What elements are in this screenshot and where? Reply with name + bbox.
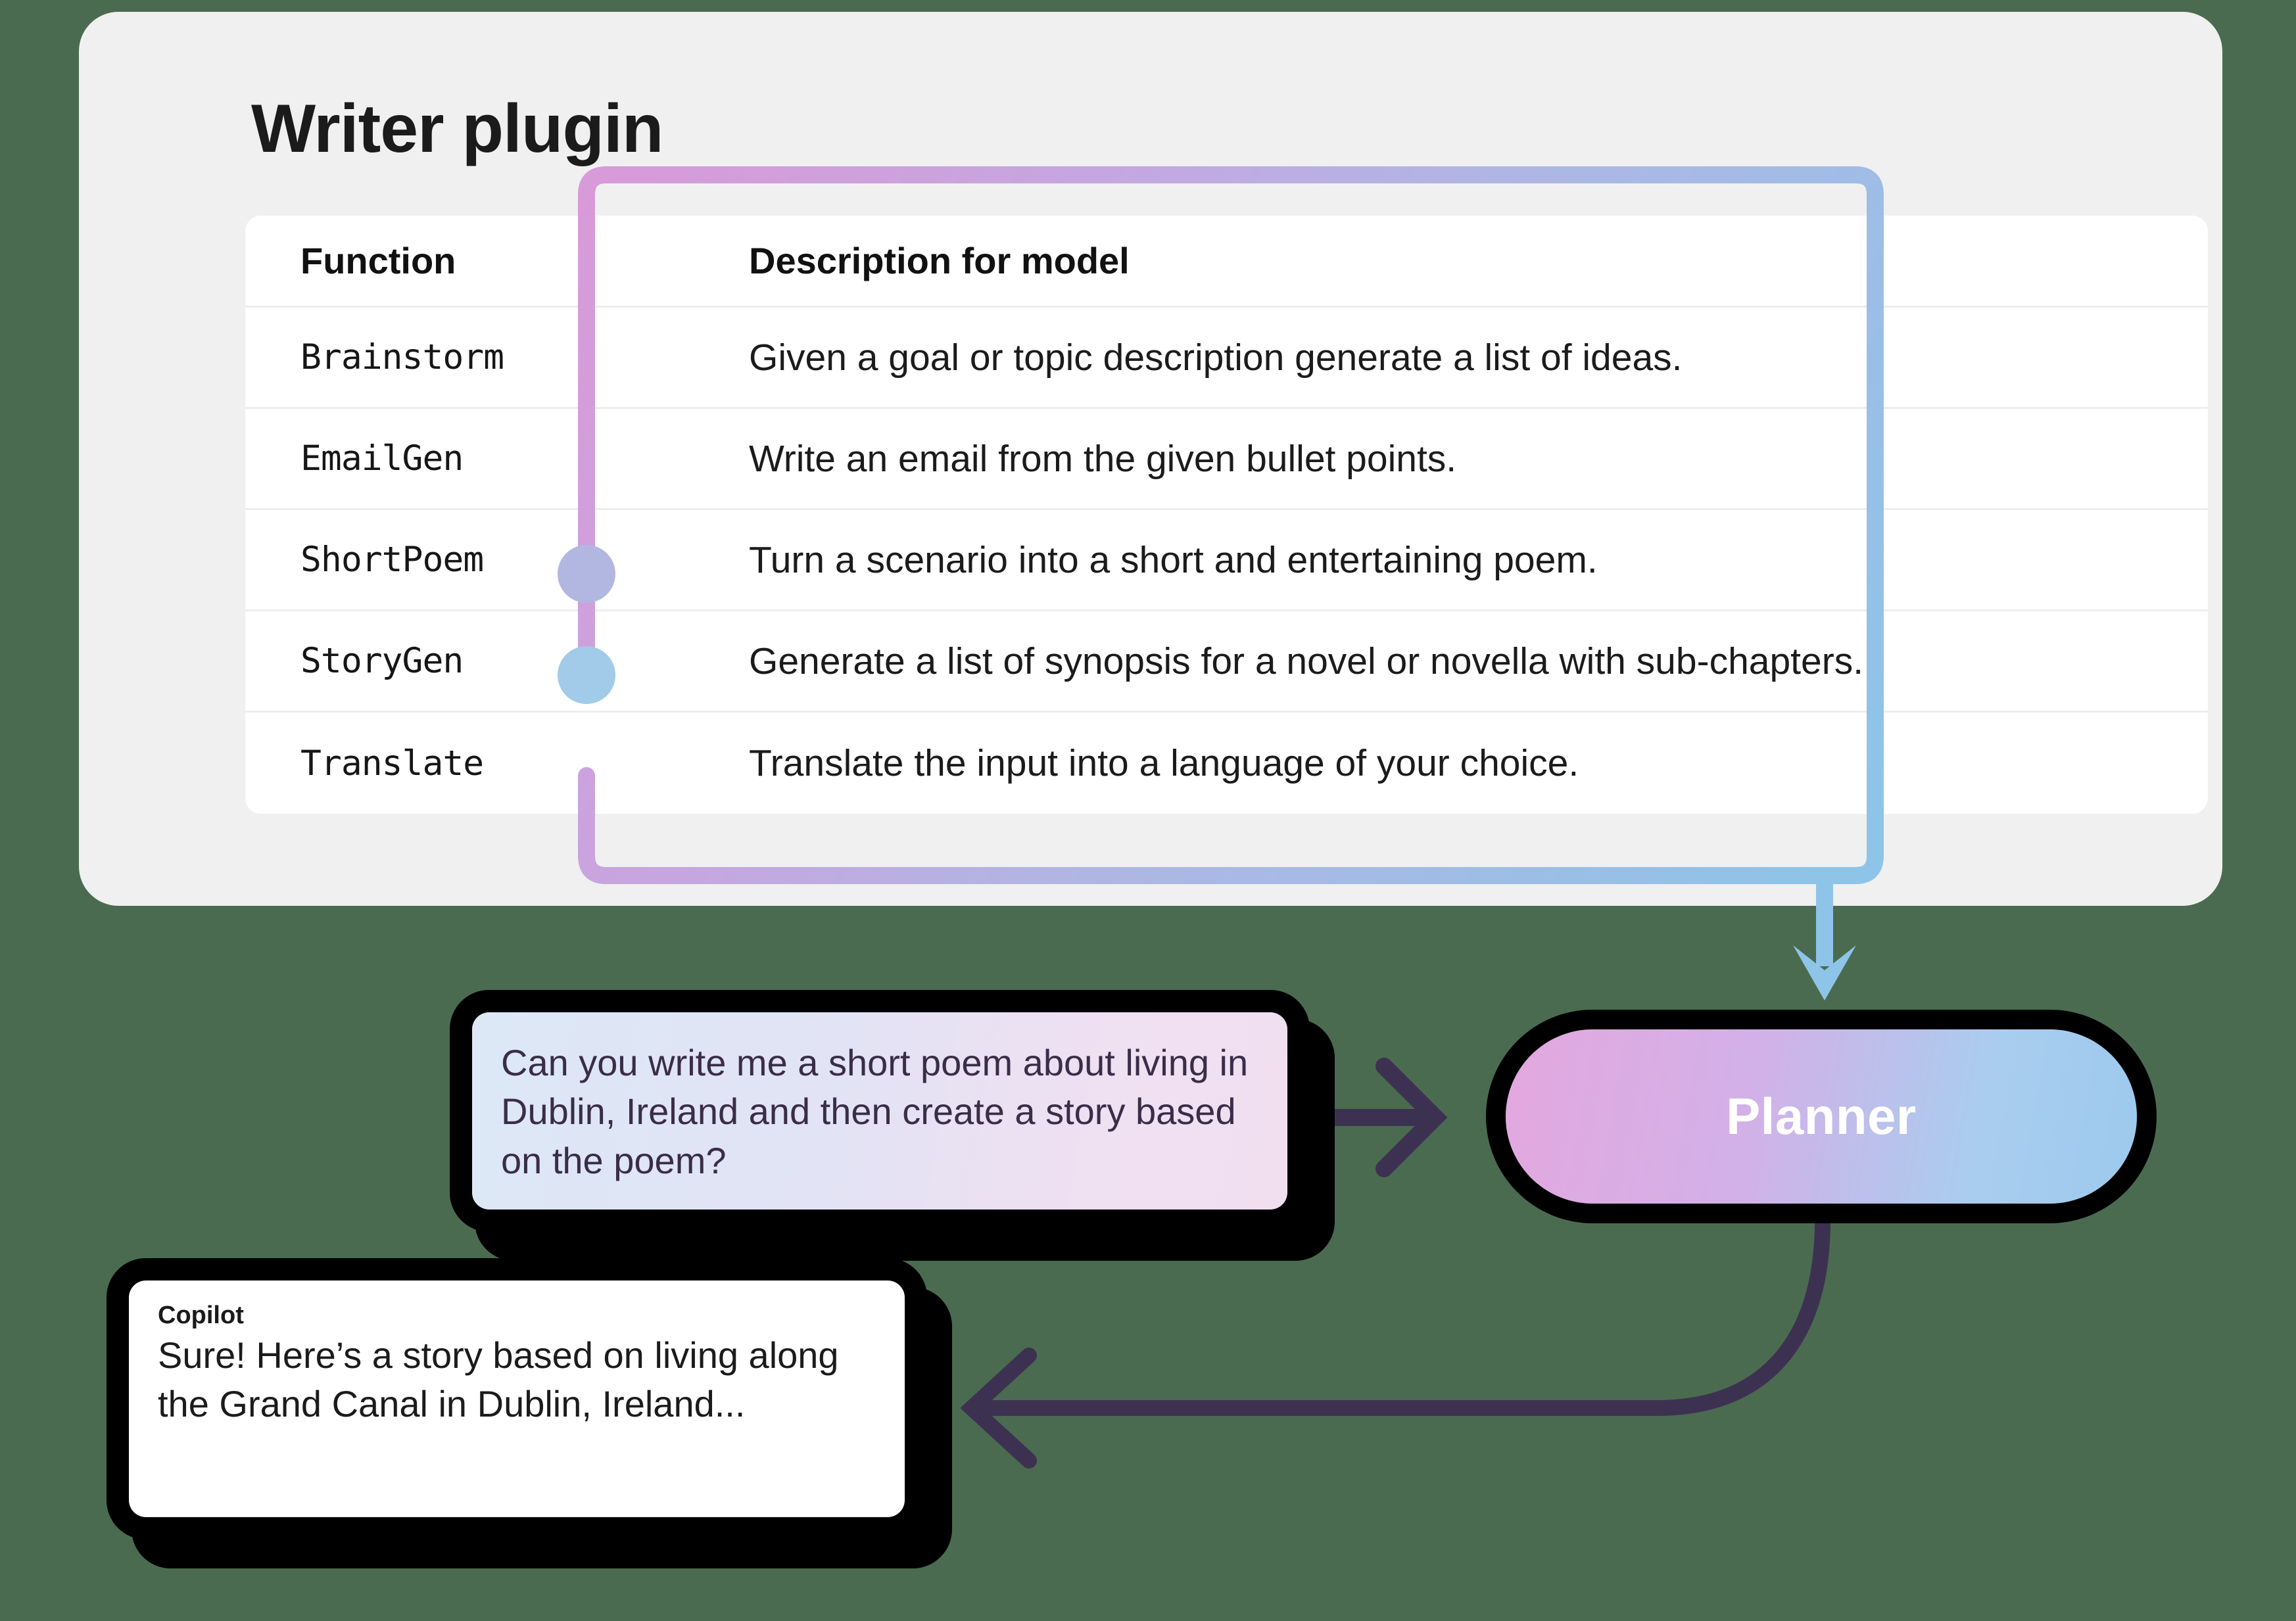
- table-row[interactable]: EmailGen Write an email from the given b…: [245, 409, 2208, 510]
- planner-node[interactable]: Planner: [1506, 1029, 2137, 1204]
- function-desc-storygen: Generate a list of synopsis for a novel …: [749, 640, 1864, 682]
- copilot-message-bubble: Copilot Sure! Here’s a story based on li…: [129, 1280, 905, 1517]
- user-to-planner-arrow: [1315, 1058, 1448, 1177]
- table-row[interactable]: StoryGen Generate a list of synopsis for…: [245, 611, 2208, 713]
- user-message-bubble: Can you write me a short poem about livi…: [472, 1012, 1287, 1210]
- function-desc-brainstorm: Given a goal or topic description genera…: [749, 336, 1683, 379]
- function-desc-emailgen: Write an email from the given bullet poi…: [749, 437, 1457, 480]
- user-message-text: Can you write me a short poem about livi…: [501, 1042, 1249, 1181]
- copilot-message-text: Sure! Here’s a story based on living alo…: [158, 1334, 839, 1424]
- column-header-function: Function: [300, 240, 456, 281]
- function-name-translate: Translate: [300, 743, 484, 784]
- function-name-storygen: StoryGen: [300, 641, 464, 681]
- function-name-emailgen: EmailGen: [300, 438, 464, 479]
- column-header-description: Description for model: [749, 240, 1130, 281]
- function-name-brainstorm: Brainstorm: [300, 337, 504, 377]
- table-row[interactable]: Translate Translate the input into a lan…: [245, 713, 2208, 814]
- planner-feed-arrowhead: [1793, 945, 1856, 1000]
- function-desc-translate: Translate the input into a language of y…: [749, 742, 1579, 784]
- function-desc-shortpoem: Turn a scenario into a short and enterta…: [749, 538, 1598, 581]
- function-table: Function Description for model Brainstor…: [245, 216, 2208, 814]
- table-header-row: Function Description for model: [245, 216, 2208, 308]
- copilot-sender-label: Copilot: [158, 1302, 244, 1329]
- planner-label: Planner: [1726, 1087, 1917, 1145]
- page-title: Writer plugin: [251, 91, 663, 167]
- table-row[interactable]: Brainstorm Given a goal or topic descrip…: [245, 308, 2208, 409]
- planner-to-copilot-arrow: [960, 1213, 1830, 1468]
- writer-plugin-panel: Writer plugin Function Description for m…: [79, 12, 2222, 906]
- table-row[interactable]: ShortPoem Turn a scenario into a short a…: [245, 510, 2208, 611]
- function-name-shortpoem: ShortPoem: [300, 540, 484, 580]
